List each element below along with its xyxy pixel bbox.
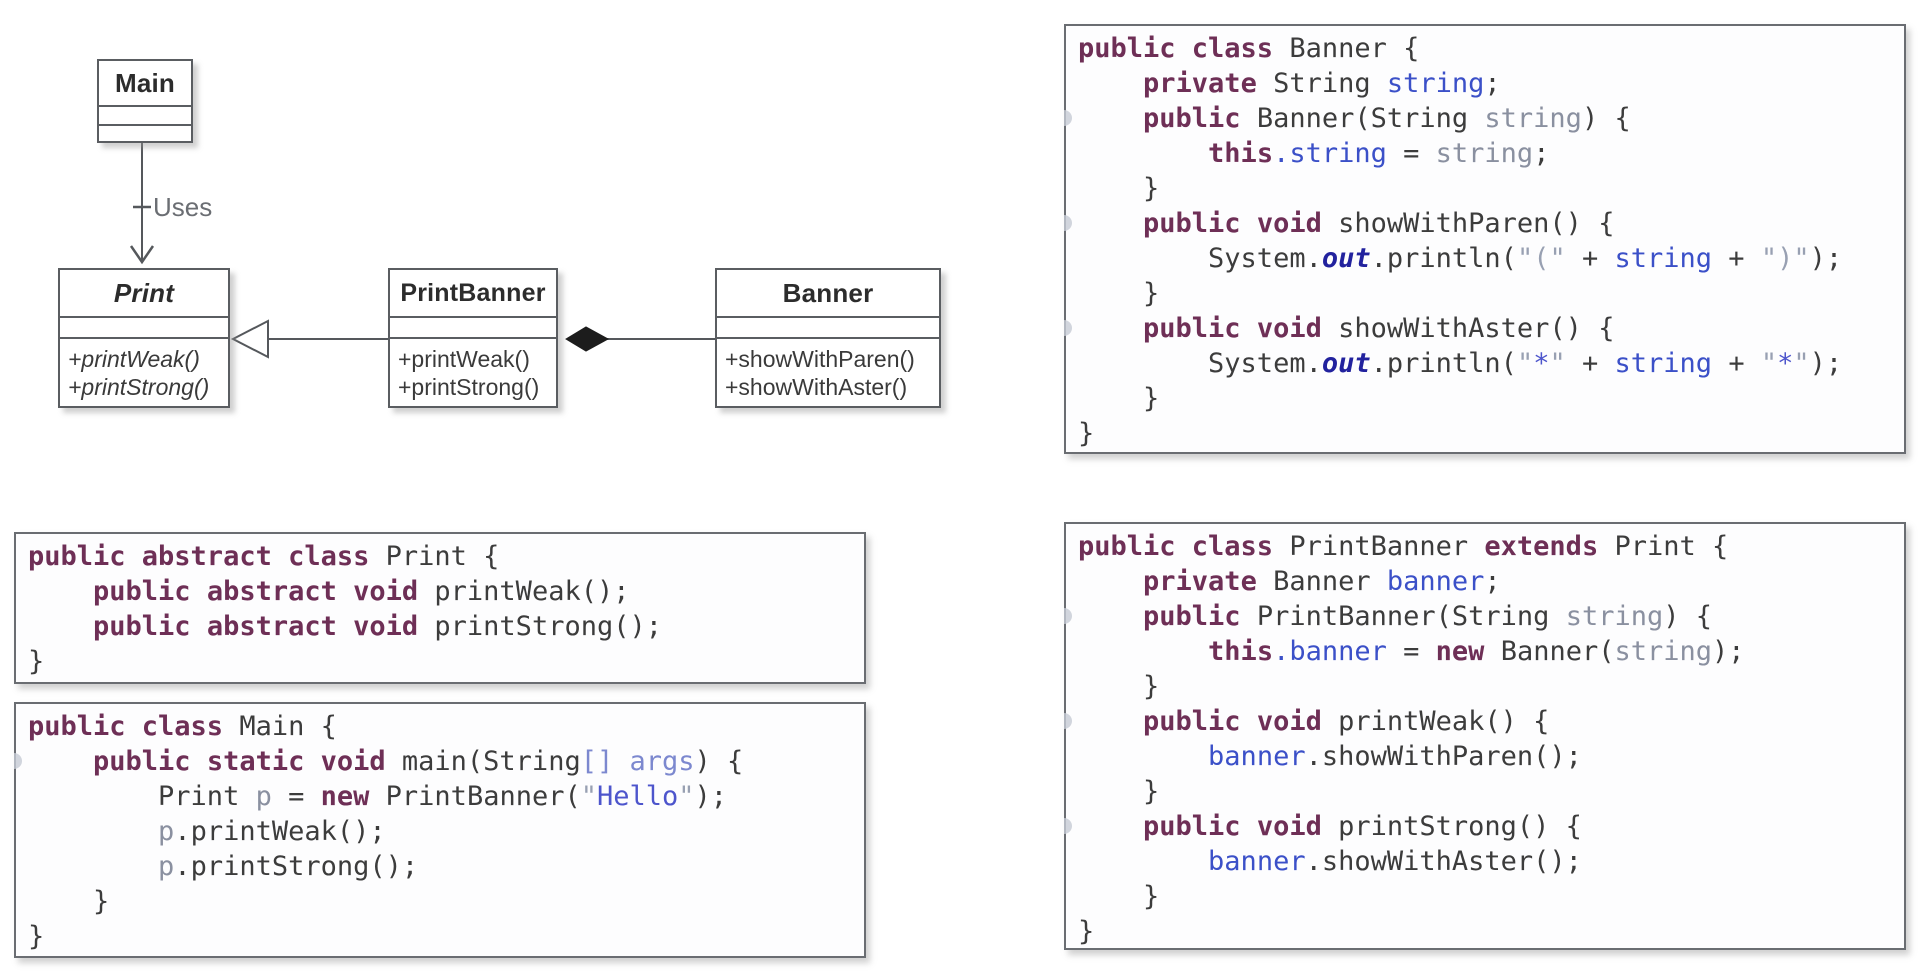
code-line: } bbox=[28, 886, 110, 917]
code-line: } bbox=[28, 646, 45, 677]
code-line: public static void main(String[] args) { bbox=[93, 746, 744, 777]
uml-class-printbanner-title: PrintBanner bbox=[400, 278, 546, 307]
code-line: } bbox=[1078, 916, 1095, 947]
fold-marker-icon bbox=[1064, 110, 1072, 126]
code-line: } bbox=[1078, 671, 1160, 702]
uml-class-printbanner: PrintBanner +printWeak() +printStrong() bbox=[388, 268, 558, 408]
code-line: public void printStrong() { bbox=[1143, 811, 1582, 842]
uml-method: +printStrong() bbox=[398, 374, 540, 400]
uml-print-methods-compartment: +printWeak() +printStrong() bbox=[60, 337, 228, 401]
code-line: this.string = string; bbox=[1208, 138, 1550, 169]
code-line: } bbox=[28, 921, 45, 952]
generalization-triangle-icon bbox=[230, 319, 269, 359]
uml-printbanner-methods-compartment: +printWeak() +printStrong() bbox=[390, 337, 556, 401]
code-box-main-class: public class Main { public static void m… bbox=[14, 702, 866, 958]
code-box-banner-class: public class Banner { private String str… bbox=[1064, 24, 1906, 454]
code-line: } bbox=[1078, 418, 1095, 449]
uml-printbanner-attributes-compartment bbox=[390, 316, 556, 337]
uml-class-banner: Banner +showWithParen() +showWithAster() bbox=[715, 268, 941, 408]
code-line: } bbox=[1078, 173, 1160, 204]
code-line: banner.showWithAster(); bbox=[1208, 846, 1582, 877]
uml-main-methods-compartment bbox=[99, 124, 191, 143]
code-line: public class Main { bbox=[28, 711, 337, 742]
code-line: public class Banner { bbox=[1078, 33, 1420, 64]
code-line: private String string; bbox=[1143, 68, 1501, 99]
code-line: public abstract class Print { bbox=[28, 541, 500, 572]
uml-method: +printWeak() bbox=[68, 346, 200, 372]
uml-method: +showWithAster() bbox=[725, 374, 908, 400]
code-line: public abstract void printWeak(); bbox=[93, 576, 630, 607]
code-line: public Banner(String string) { bbox=[1143, 103, 1631, 134]
code-line: public PrintBanner(String string) { bbox=[1143, 601, 1713, 632]
code-box-print-abstract-class: public abstract class Print { public abs… bbox=[14, 532, 866, 684]
uml-method: +showWithParen() bbox=[725, 346, 915, 372]
code-line: private Banner banner; bbox=[1143, 566, 1501, 597]
code-line: public abstract void printStrong(); bbox=[93, 611, 662, 642]
uml-connectors bbox=[129, 142, 715, 359]
uses-label: Uses bbox=[153, 192, 213, 222]
uml-class-print: Print +printWeak() +printStrong() bbox=[58, 268, 230, 408]
code-line: p.printStrong(); bbox=[158, 851, 419, 882]
uml-class-diagram: Uses Main Print +printWeak() +printStron… bbox=[0, 0, 1000, 460]
uml-main-attributes-compartment bbox=[99, 105, 191, 124]
uml-method: +printStrong() bbox=[68, 374, 210, 400]
fold-marker-icon bbox=[1064, 320, 1072, 336]
code-box-printbanner-class: public class PrintBanner extends Print {… bbox=[1064, 522, 1906, 950]
uml-print-attributes-compartment bbox=[60, 316, 228, 337]
code-line: } bbox=[1078, 881, 1160, 912]
fold-marker-icon bbox=[1064, 608, 1072, 624]
code-line: public void showWithAster() { bbox=[1143, 313, 1615, 344]
uses-arrowhead-icon bbox=[129, 245, 155, 265]
uml-banner-methods-compartment: +showWithParen() +showWithAster() bbox=[717, 337, 939, 401]
fold-marker-icon bbox=[14, 753, 22, 769]
code-line: public void printWeak() { bbox=[1143, 706, 1550, 737]
composition-diamond-icon bbox=[565, 326, 610, 352]
uml-banner-attributes-compartment bbox=[717, 316, 939, 337]
uml-method: +printWeak() bbox=[398, 346, 530, 372]
code-line: } bbox=[1078, 278, 1160, 309]
code-line: banner.showWithParen(); bbox=[1208, 741, 1582, 772]
uml-class-main: Main bbox=[97, 59, 193, 143]
fold-marker-icon bbox=[1064, 818, 1072, 834]
fold-marker-icon bbox=[1064, 215, 1072, 231]
uml-class-main-title: Main bbox=[114, 67, 176, 98]
code-line: public class PrintBanner extends Print { bbox=[1078, 531, 1729, 562]
code-line: Print p = new PrintBanner("Hello"); bbox=[28, 781, 728, 812]
code-line: public void showWithParen() { bbox=[1143, 208, 1615, 239]
uml-class-banner-title: Banner bbox=[782, 277, 874, 308]
uml-class-print-title: Print bbox=[113, 277, 175, 308]
code-line: p.printWeak(); bbox=[158, 816, 386, 847]
code-line: } bbox=[1078, 776, 1160, 807]
code-line: this.banner = new Banner(string); bbox=[1208, 636, 1745, 667]
code-line: System.out.println("(" + string + ")"); bbox=[1078, 243, 1843, 274]
code-line: } bbox=[1078, 383, 1160, 414]
code-line: System.out.println("*" + string + "*"); bbox=[1078, 348, 1843, 379]
fold-marker-icon bbox=[1064, 713, 1072, 729]
